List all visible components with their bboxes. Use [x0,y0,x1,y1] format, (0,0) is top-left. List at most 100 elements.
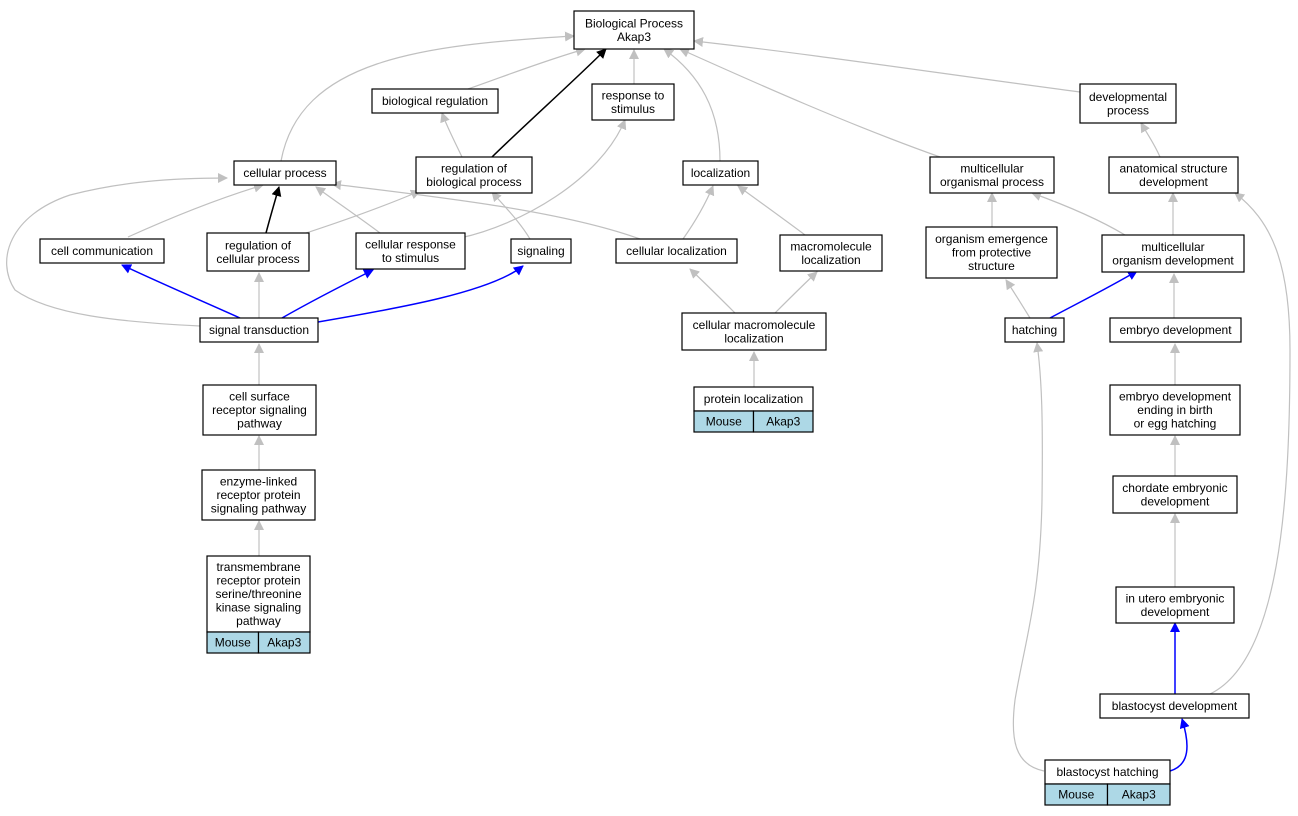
edge-hatching-to-multicellular-development [1049,270,1138,319]
node-label-line: in utero embryonic [1126,591,1225,605]
node-signal-transduction[interactable]: signal transduction [199,317,319,343]
edge-localization-to-root [663,48,721,162]
edge-cellular-response-to-response-to-stimulus [459,119,627,239]
edge-signal-transduction-to-cellular-response [281,269,374,319]
node-label-line: hatching [1012,323,1057,337]
gene-species-cell[interactable]: Mouse [206,631,260,654]
node-box [925,226,1058,279]
node-box [1112,475,1238,514]
node-label-line: multicellular [1141,240,1204,254]
node-label-line: from protective [952,246,1032,260]
node-label-line: cellular macromolecule [693,318,816,332]
node-cellular-process[interactable]: cellular process [233,160,337,186]
node-label-line: protein localization [704,392,803,406]
edge-cell-communication-to-cellular-process [127,182,264,238]
gene-cell-box [257,631,311,654]
node-signaling[interactable]: signaling [510,238,572,264]
edge-multicellular-organismal-to-root [679,48,941,158]
node-label-line: cellular localization [626,244,727,258]
edge-cellular-localization-to-cellular-process [331,180,641,240]
node-box [371,88,499,114]
node-label-line: cell surface [229,390,290,404]
node-biological-regulation[interactable]: biological regulation [371,88,499,114]
edge-hatching-to-organism-emergence [1005,279,1031,319]
node-label-line: or egg hatching [1134,417,1217,431]
node-blastocyst-development[interactable]: blastocyst development [1099,693,1250,719]
node-label-line: biological regulation [382,94,488,108]
gene-name-cell[interactable]: Akap3 [752,410,814,433]
edge-regulation-cp-to-regulation-bp [299,189,421,236]
gene-name-cell[interactable]: Akap3 [1106,783,1171,806]
node-embryo-development[interactable]: embryo development [1109,317,1242,343]
node-label-line: blastocyst development [1112,699,1238,713]
edge-macromolecule-localization-to-localization [737,185,806,236]
gene-cell-box [1106,783,1171,806]
node-box [615,238,738,264]
node-box [1099,693,1250,719]
node-label-line: organism development [1112,253,1234,267]
gene-cell-box [752,410,814,433]
edge-developmental-to-root [693,37,1081,93]
node-cellular-localization[interactable]: cellular localization [615,238,738,264]
node-box [1109,317,1242,343]
gene-cell-label: Mouse [1058,788,1094,802]
edge-blastocyst-hatching-to-blastocyst-development [1169,718,1190,772]
node-label-line: cellular process [243,166,326,180]
node-label-line: pathway [236,614,281,628]
edge-signal-transduction-to-cellular-process [6,173,228,327]
node-label-line: signaling pathway [211,502,306,516]
node-label-line: localization [724,331,783,345]
node-label-line: process [1107,103,1149,117]
node-label-line: receptor protein [216,488,300,502]
node-box [415,156,533,194]
gene-species-cell[interactable]: Mouse [1044,783,1109,806]
node-box [39,238,165,264]
node-box [682,160,759,186]
edge-signal-transduction-to-cell-communication [121,264,241,319]
gene-name-cell[interactable]: Akap3 [257,631,311,654]
node-cell-communication[interactable]: cell communication [39,238,165,264]
node-box [591,83,675,121]
edge-anatomical-to-developmental [1140,122,1161,158]
gene-cell-label: Akap3 [267,636,301,650]
edge-signaling-to-regulation-bp [491,191,531,240]
node-label-line: pathway [237,417,282,431]
edge-cellular-localization-to-localization [682,185,715,240]
node-localization[interactable]: localization [682,160,759,186]
node-label-line: response to [602,88,665,102]
node-box [202,384,317,436]
node-label-line: receptor protein [216,574,300,588]
node-label-line: regulation of [225,238,292,252]
node-label-line: transmembrane [216,560,300,574]
node-label-line: structure [968,259,1015,273]
edge-cellular-process-to-root [280,31,575,162]
node-hatching[interactable]: hatching [1004,317,1065,343]
node-label-line: Biological Process [585,16,683,30]
node-label-line: embryo development [1119,390,1232,404]
node-box [355,232,466,270]
edge-cellular-macromolecule-to-macromolecule [774,271,818,314]
gene-species-cell[interactable]: Mouse [693,410,755,433]
node-label-line: signal transduction [209,323,309,337]
